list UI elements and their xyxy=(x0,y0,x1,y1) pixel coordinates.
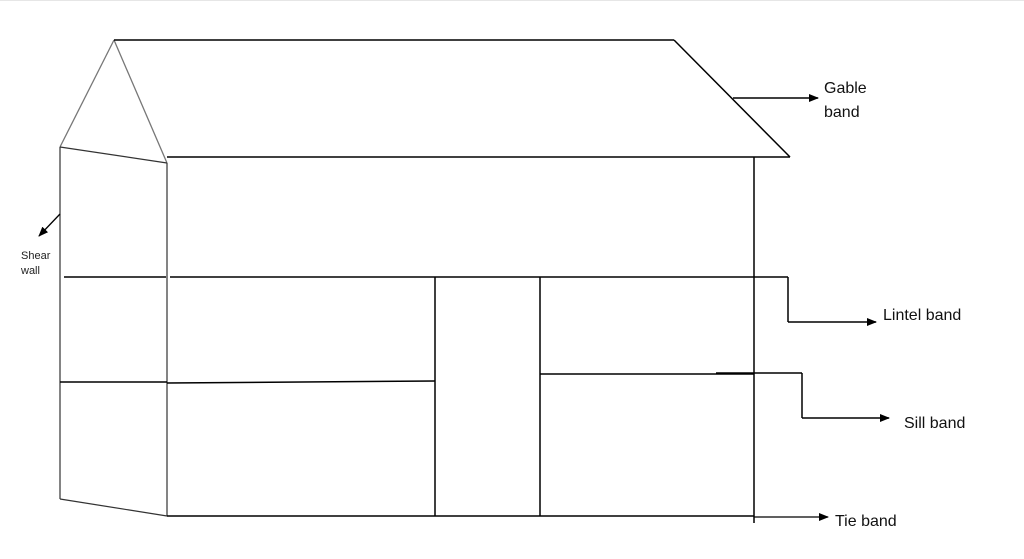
sill-band-line xyxy=(60,372,803,418)
shear-wall-arrow xyxy=(38,213,61,237)
shear-wall-label: Shear wall xyxy=(21,249,50,279)
shear-wall-label-line2: wall xyxy=(21,265,40,277)
sill-band-label: Sill band xyxy=(904,415,966,432)
lintel-band-line xyxy=(64,276,789,322)
top-divider xyxy=(0,0,1024,1)
gable-band-label: Gable band xyxy=(824,77,867,125)
front-wall xyxy=(167,157,755,523)
gable-band-label-line1: Gable xyxy=(824,80,867,97)
lintel-band-label: Lintel band xyxy=(883,307,962,324)
side-wall xyxy=(59,146,168,517)
door xyxy=(434,277,541,516)
tie-band-label: Tie band xyxy=(835,513,897,530)
roof xyxy=(114,39,791,158)
gable-end xyxy=(59,39,168,164)
shear-wall-label-line1: Shear xyxy=(21,250,51,262)
gable-band-label-line2: band xyxy=(824,104,860,121)
